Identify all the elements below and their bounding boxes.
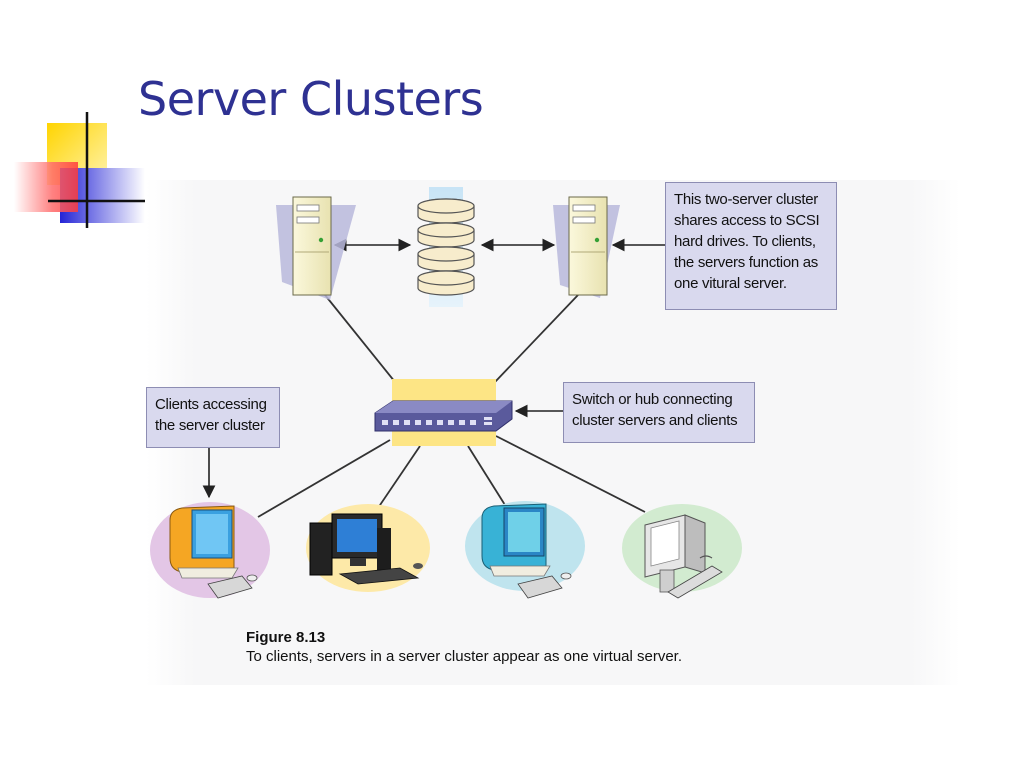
- client-imac-blue-icon: [465, 501, 585, 599]
- arrows: [202, 238, 665, 499]
- figure-caption: Figure 8.13 To clients, servers in a ser…: [246, 628, 682, 666]
- figure-number: Figure 8.13: [246, 629, 326, 646]
- callout-line: This two-server cluster: [674, 191, 818, 208]
- client-workstation-icon: [622, 504, 742, 599]
- callout-line: the server cluster: [155, 417, 265, 434]
- decorative-squares: [14, 112, 145, 228]
- callout-line: one vitural server.: [674, 275, 787, 292]
- callout-cluster-description: This two-server cluster shares access to…: [665, 182, 837, 310]
- client-imac-orange-icon: [150, 502, 270, 599]
- callout-line: Clients accessing: [155, 396, 267, 413]
- callout-switch-description: Switch or hub connecting cluster servers…: [563, 382, 755, 443]
- figure-caption-text: To clients, servers in a server cluster …: [246, 648, 683, 665]
- client-desktop-pc-icon: [306, 504, 430, 592]
- callout-clients-description: Clients accessing the server cluster: [146, 387, 280, 448]
- callout-line: Switch or hub connecting: [572, 391, 733, 408]
- callout-line: the servers function as: [674, 254, 819, 271]
- callout-line: shares access to SCSI: [674, 212, 820, 229]
- server-left-icon: [276, 196, 356, 300]
- network-switch-icon: [374, 379, 513, 446]
- slide-title: Server Clusters: [138, 72, 484, 126]
- server-right-icon: [553, 196, 620, 298]
- network-links: [257, 294, 646, 518]
- callout-line: cluster servers and clients: [572, 412, 738, 429]
- callout-line: hard drives. To clients,: [674, 233, 816, 250]
- shared-scsi-drives-icon: [417, 187, 475, 307]
